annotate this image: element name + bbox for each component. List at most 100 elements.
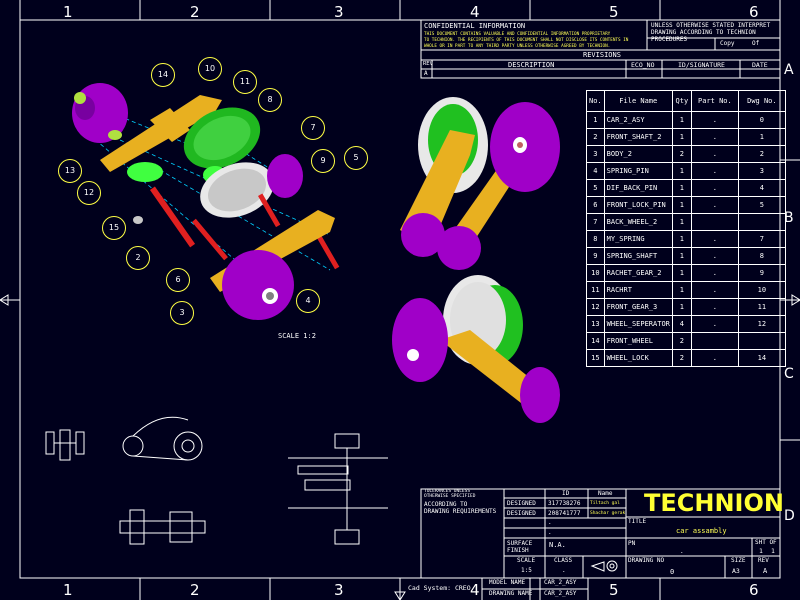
bom-cell — [690, 332, 739, 350]
bom-cell: 4 — [671, 315, 692, 333]
grid-row-b: B — [784, 210, 794, 226]
bom-cell: RACHET_GEAR_2 — [603, 264, 673, 282]
balloon-9: 9 — [311, 149, 335, 173]
bom-cell: FRONT_LOCK_PIN — [603, 196, 673, 214]
bom-cell: 12 — [586, 298, 605, 316]
bom-cell: . — [690, 111, 739, 129]
bom-cell: . — [690, 247, 739, 265]
bom-cell: . — [690, 281, 739, 299]
bom-cell: 10 — [737, 281, 786, 299]
bom-cell: 0 — [737, 111, 786, 129]
bom-cell: 9 — [737, 264, 786, 282]
grid-col-6: 6 — [749, 3, 759, 21]
bom-cell: . — [690, 264, 739, 282]
bom-cell: FRONT_WHEEL — [603, 332, 673, 350]
grid-col-1: 1 — [63, 3, 73, 21]
confidential-title: CONFIDENTIAL INFORMATION — [424, 22, 526, 30]
designer-2-id: 208741777 — [548, 510, 581, 517]
bom-cell: 1 — [671, 230, 692, 248]
grid-row-a: A — [784, 62, 794, 78]
bom-cell: 2 — [671, 332, 692, 350]
bom-cell: 1 — [671, 162, 692, 180]
bom-cell: 3 — [586, 145, 605, 163]
bom-cell: MY_SPRING — [603, 230, 673, 248]
grid-col-4-bottom: 4 — [470, 581, 480, 599]
copy-label: Copy — [720, 40, 735, 47]
revisions-title: REVISIONS — [583, 51, 621, 59]
cad-system: Cad System: CREO — [408, 584, 471, 592]
bom-cell: . — [690, 349, 739, 367]
grid-row-c: C — [784, 366, 794, 382]
center-mark-bottom — [394, 591, 406, 600]
bom-cell: 2 — [737, 145, 786, 163]
according-line-2: DRAWING REQUIREMENTS — [424, 508, 497, 515]
bom-cell: BACK_WHEEL_2 — [603, 213, 673, 231]
grid-col-6-bottom: 6 — [749, 581, 759, 599]
surface-label-2: FINISH — [507, 547, 529, 554]
bom-cell: 7 — [586, 213, 605, 231]
bom-cell: 1 — [671, 111, 692, 129]
grid-col-1-bottom: 1 — [63, 581, 73, 599]
bom-cell — [737, 332, 786, 350]
class-value: . — [562, 567, 566, 574]
rev-value-title: A — [763, 567, 768, 575]
bom-cell: . — [690, 315, 739, 333]
title-value: car assambly — [676, 527, 727, 535]
balloon-2: 2 — [126, 246, 150, 270]
bom-cell: RACHRT — [603, 281, 673, 299]
bom-header-no: No. — [586, 90, 605, 112]
balloon-5: 5 — [344, 146, 368, 170]
technion-logo: TECHNION — [644, 489, 784, 517]
balloon-6: 6 — [166, 268, 190, 292]
designed-label-1: DESIGNED — [507, 500, 536, 507]
balloon-15: 15 — [102, 216, 126, 240]
bom-cell: 1 — [671, 298, 692, 316]
bom-cell: WHEEL_LOCK — [603, 349, 673, 367]
balloon-13: 13 — [58, 159, 82, 183]
bom-cell: 14 — [586, 332, 605, 350]
bom-cell — [690, 213, 739, 231]
surface-label-1: SURFACE — [507, 540, 533, 547]
interpret-line-1: UNLESS OTHERWISE STATED INTERPRET — [651, 22, 771, 29]
grid-row-d: D — [784, 508, 795, 524]
bom-cell: . — [690, 128, 739, 146]
bom-cell: . — [690, 179, 739, 197]
balloon-7: 7 — [301, 116, 325, 140]
sht-value: 1 — [759, 547, 763, 555]
sht-label: SHT OF — [755, 539, 777, 546]
confidential-line-2: TO TECHNION. THE RECIPIENTS OF THIS DOCU… — [424, 38, 629, 43]
isometric-view-2 — [392, 275, 560, 423]
bom-cell: 9 — [586, 247, 605, 265]
bom-cell: 4 — [586, 162, 605, 180]
bom-cell: DIF_BACK_PIN — [603, 179, 673, 197]
balloon-12: 12 — [77, 181, 101, 205]
grid-col-4: 4 — [470, 3, 480, 21]
bom-cell: 1 — [671, 281, 692, 299]
bom-header-row: No. File Name Qty Part No. Dwg No. — [586, 90, 786, 112]
class-symbol — [590, 560, 618, 572]
scale-label: SCALE — [517, 557, 536, 564]
drawing-name-label: DRAWING NAME — [489, 590, 533, 597]
interpret-line-2: DRAWING ACCORDING TO TECHNION — [651, 29, 756, 36]
isometric-view-1 — [400, 97, 560, 270]
pn-label: PN — [628, 540, 636, 547]
bom-cell: CAR_2_ASY — [603, 111, 673, 129]
grid-col-3: 3 — [334, 3, 344, 21]
description-header: DESCRIPTION — [508, 61, 555, 69]
bom-cell: 10 — [586, 264, 605, 282]
bom-cell: . — [690, 298, 739, 316]
bom-cell: 15 — [586, 349, 605, 367]
bom-cell: . — [690, 145, 739, 163]
size-label: SIZE — [731, 557, 746, 564]
bom-cell: BODY_2 — [603, 145, 673, 163]
bom-cell: 2 — [671, 145, 692, 163]
rev-label: REV — [758, 557, 769, 564]
